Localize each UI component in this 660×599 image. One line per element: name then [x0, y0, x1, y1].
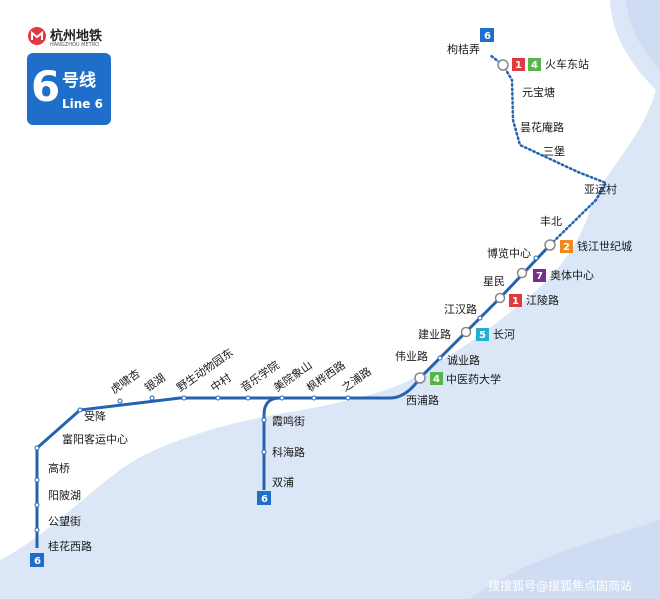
- station-label: 元宝塘: [522, 85, 555, 99]
- logo-name-cn: 杭州地铁: [50, 28, 102, 44]
- station-label: 伟业路: [395, 350, 428, 363]
- transfer-markers: [414, 59, 556, 384]
- station-label: 阳陂湖: [48, 488, 81, 502]
- svg-text:1: 1: [512, 296, 519, 307]
- line-panel-name-cn: 号线: [62, 70, 96, 91]
- svg-text:1: 1: [515, 60, 522, 71]
- station-label: 江汉路: [444, 303, 477, 316]
- station-label: 西浦路: [406, 394, 439, 407]
- station-label: 公望街: [48, 514, 81, 528]
- station-label: 钱江世纪城: [577, 239, 632, 253]
- line-panel-name-en: Line 6: [62, 97, 103, 111]
- svg-text:4: 4: [433, 374, 440, 385]
- station-label: 江陵路: [526, 294, 559, 307]
- terminal-badge-south: 6: [30, 553, 44, 567]
- metro-logo: 杭州地铁 HANGZHOU METRO: [28, 27, 102, 48]
- line6-dotted-track: [488, 53, 608, 247]
- station-ticks: [34, 255, 539, 533]
- station-label: 双浦: [272, 476, 294, 489]
- terminal-badge-branch: 6: [257, 491, 271, 505]
- station-label: 奥体中心: [550, 268, 594, 282]
- station-label: 亚运村: [584, 182, 617, 196]
- svg-text:2: 2: [563, 242, 570, 253]
- station-label: 火车东站: [545, 57, 589, 71]
- station-label: 高桥: [48, 461, 70, 475]
- watermark: 搜搜狐号@搜狐焦点国商站: [488, 578, 632, 593]
- logo-name-en: HANGZHOU METRO: [50, 42, 99, 48]
- svg-text:7: 7: [536, 271, 543, 282]
- station-label: 三堡: [543, 144, 565, 158]
- svg-text:6: 6: [261, 494, 268, 505]
- station-label: 枸桔弄: [447, 42, 480, 56]
- station-label: 富阳客运中心: [62, 432, 128, 446]
- line-panel-number: 6: [31, 62, 60, 111]
- station-label: 博览中心: [487, 246, 531, 260]
- terminal-badge-north: 6: [480, 28, 494, 42]
- station-label: 建业路: [418, 327, 451, 341]
- transfer-badges: 1 4 2 7 1 5 4: [430, 58, 573, 385]
- line6-branch-track: [262, 396, 281, 490]
- svg-text:6: 6: [484, 31, 491, 42]
- station-label: 科海路: [272, 445, 305, 459]
- station-label: 星民: [483, 275, 505, 288]
- station-label: 诚业路: [447, 354, 480, 367]
- svg-text:4: 4: [531, 60, 538, 71]
- station-label: 昙花庵路: [520, 120, 564, 134]
- station-label: 中医药大学: [446, 372, 501, 386]
- station-label: 霞鸣街: [272, 414, 305, 428]
- station-label: 丰北: [540, 215, 562, 228]
- svg-text:5: 5: [479, 330, 486, 341]
- svg-text:6: 6: [34, 556, 41, 567]
- station-label: 桂花西路: [48, 539, 92, 553]
- station-label: 受降: [84, 409, 106, 423]
- line-panel: 6 号线 Line 6: [27, 53, 111, 125]
- station-label: 长河: [493, 328, 515, 341]
